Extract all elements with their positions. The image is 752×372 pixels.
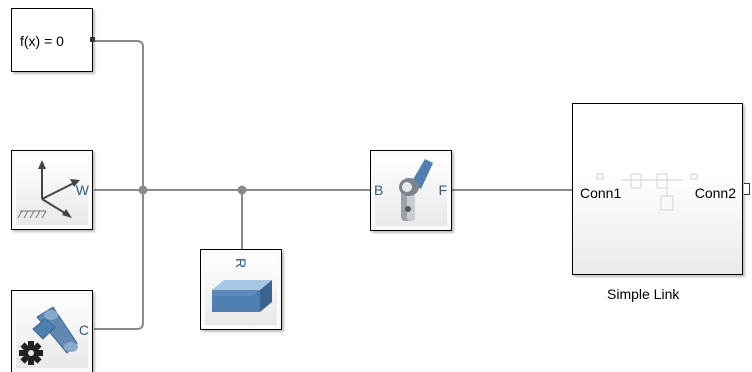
branch-point [138, 185, 148, 195]
solver-mechanism-connection[interactable] [94, 40, 144, 330]
conn2-label: Conn2 [694, 185, 736, 201]
brick-solid-block[interactable]: R [200, 249, 282, 330]
brick-solid-icon [212, 280, 272, 312]
mechanism-configuration-block[interactable]: C [11, 290, 93, 372]
solid-port-label: R [233, 257, 250, 269]
subsystem-port-stub [744, 183, 750, 195]
solver-configuration-block[interactable]: f(x) = 0 [11, 8, 95, 72]
world-port-label: W [75, 182, 89, 198]
mechanism-configuration-icon [19, 306, 78, 365]
revolute-joint-icon [399, 159, 433, 221]
conn1-label: Conn1 [580, 185, 622, 201]
mechanism-port-label: C [78, 322, 89, 338]
joint-port-f-label: F [438, 182, 447, 198]
subsystem-preview-icon [596, 173, 698, 211]
solver-port [90, 37, 95, 42]
world-frame-body [16, 155, 88, 225]
world-frame-block[interactable]: W [11, 150, 93, 230]
revolute-joint-block[interactable]: B F [370, 150, 452, 231]
world-frame-icon [17, 160, 80, 219]
gear-icon [19, 341, 43, 365]
branch-point [237, 185, 247, 195]
solver-label: f(x) = 0 [20, 33, 64, 49]
joint-port-b-label: B [374, 182, 384, 198]
subsystem-caption: Simple Link [607, 286, 680, 302]
simple-link-subsystem[interactable]: Conn1 Conn2 [572, 103, 743, 275]
